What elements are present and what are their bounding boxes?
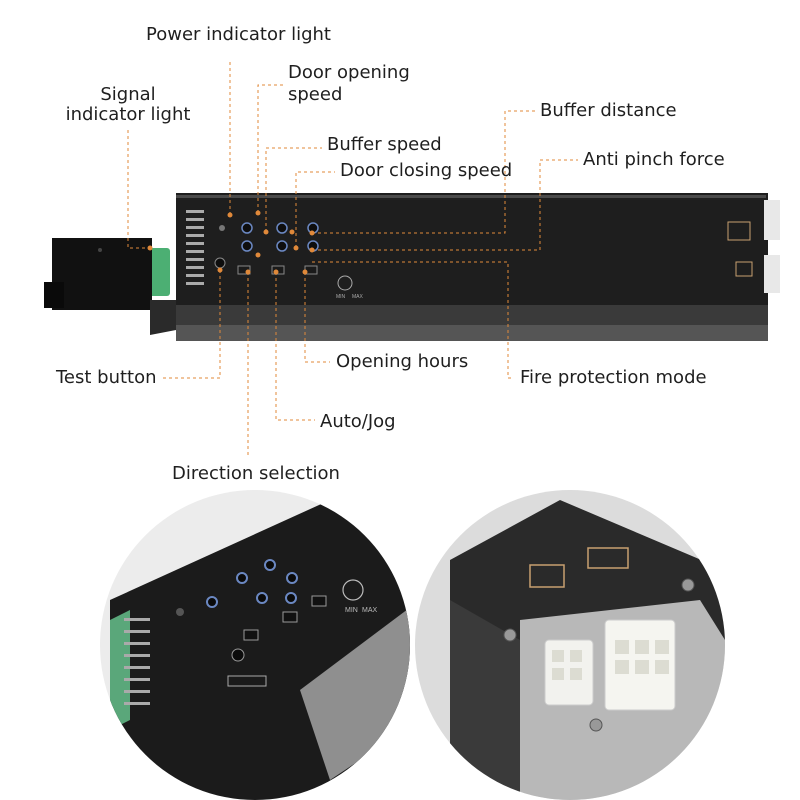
direction-selection-label: Direction selection: [172, 463, 340, 484]
controller-illustration: MIN MAX: [44, 60, 780, 455]
buffer-distance-label: Buffer distance: [540, 100, 677, 121]
zoom-min-text: MIN: [345, 607, 358, 614]
max-text: MAX: [352, 294, 364, 300]
anti-pinch-label: Anti pinch force: [583, 149, 725, 170]
door-opening-speed-label-line2: speed: [288, 84, 343, 105]
zoom-control-panel: MIN MAX: [100, 490, 410, 800]
zoom-max-text: MAX: [362, 607, 378, 614]
signal-indicator-label-line2: indicator light: [65, 104, 191, 125]
fire-protection-label: Fire protection mode: [520, 367, 707, 388]
zoom-connectors: [415, 490, 725, 800]
leader-lines: [127, 60, 578, 455]
min-text: MIN: [336, 294, 346, 300]
controller-body: [176, 193, 768, 312]
test-button-label: Test button: [56, 367, 157, 388]
door-opening-speed-label-line1: Door opening: [288, 62, 410, 83]
power-indicator-label: Power indicator light: [146, 24, 331, 45]
door-closing-speed-label: Door closing speed: [340, 160, 513, 181]
signal-indicator-label-line1: Signal: [100, 84, 156, 105]
buffer-speed-label: Buffer speed: [327, 134, 442, 155]
auto-jog-label: Auto/Jog: [320, 411, 396, 432]
opening-hours-label: Opening hours: [336, 351, 469, 372]
